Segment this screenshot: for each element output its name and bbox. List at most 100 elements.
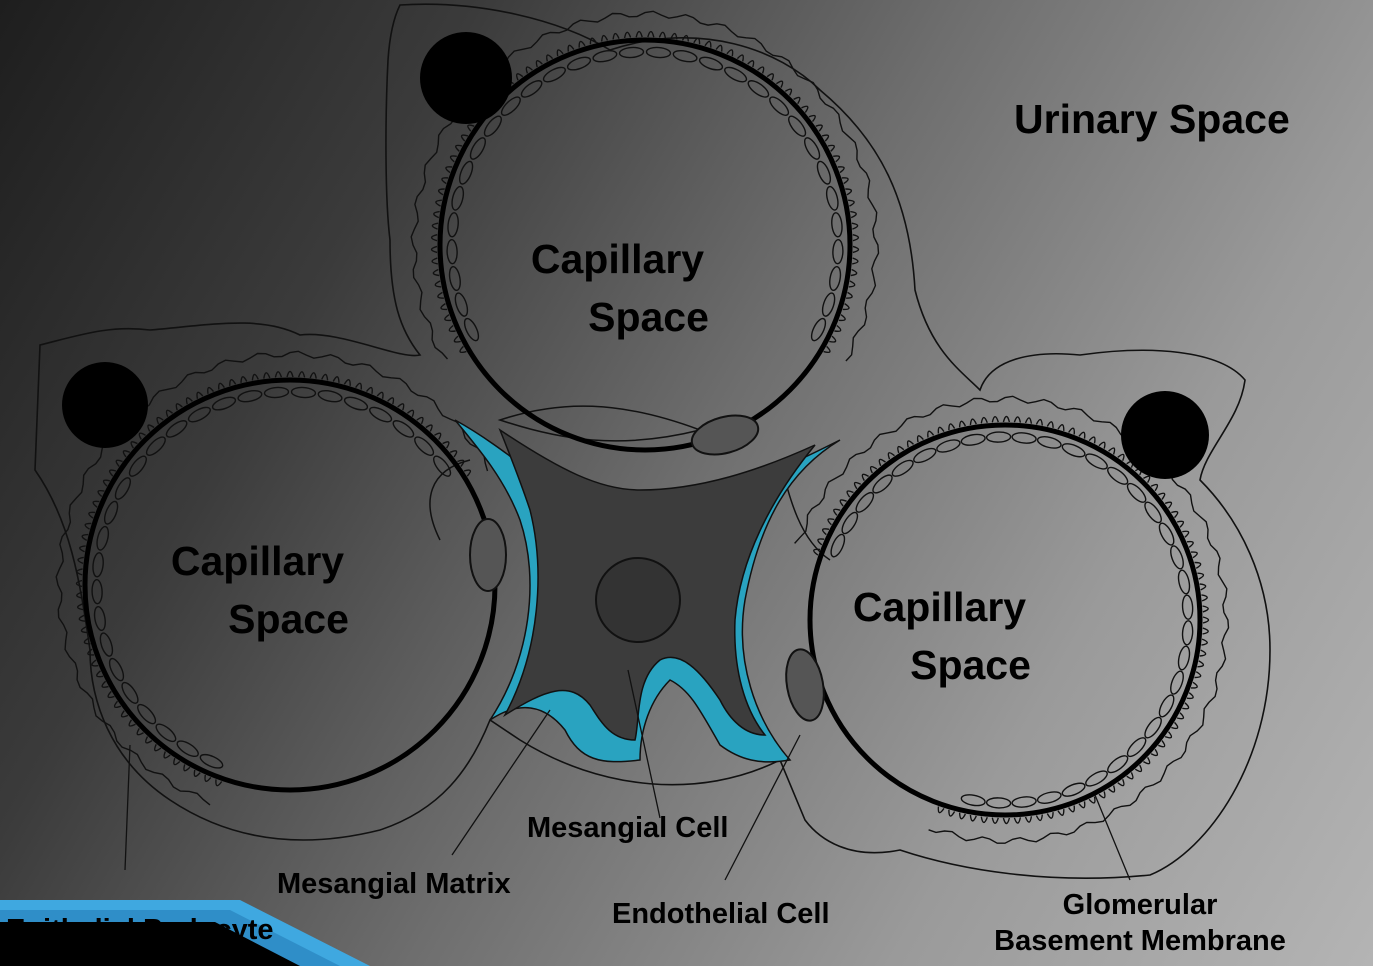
endothelial-fenestra [447, 212, 459, 237]
foot-process [851, 270, 857, 276]
foot-process [436, 200, 442, 206]
mesangial-nucleus [596, 558, 680, 642]
foot-process [344, 380, 350, 386]
foot-process [1036, 420, 1042, 426]
endothelial-fenestra [447, 240, 458, 264]
endothelial-fenestra [825, 185, 841, 211]
endothelial-fenestra [343, 395, 369, 413]
endothelial-fenestra [698, 55, 724, 73]
endothelial-nucleus-left [470, 519, 506, 591]
endothelial-fenestra [961, 793, 986, 807]
foot-process [636, 32, 642, 38]
foot-process [1203, 606, 1209, 612]
foot-process [78, 557, 84, 563]
foot-process [625, 32, 631, 38]
urinary-space-label: Urinary Space [1014, 90, 1290, 148]
capillary-space-top-label: Capillary Space [505, 230, 730, 346]
endothelial-fenestra [92, 552, 104, 577]
endothelial-fenestra [566, 55, 592, 73]
endothelial-fenestra [815, 160, 833, 186]
foot-process [80, 546, 86, 552]
foot-process [1197, 661, 1203, 667]
endothelial-fenestra [1168, 544, 1186, 570]
foot-process [1201, 639, 1207, 645]
foot-process [949, 424, 955, 430]
endothelial-fenestra [1012, 432, 1037, 444]
foot-process [853, 235, 859, 241]
endothelial-fenestra [832, 240, 843, 264]
foot-process [85, 523, 91, 529]
foot-process [1203, 628, 1209, 634]
endothelial-fenestra [317, 389, 343, 404]
foot-process [849, 281, 855, 287]
glomerular-bm-line1: Glomerular [960, 887, 1320, 923]
foot-process [1200, 584, 1206, 590]
foot-process [333, 377, 339, 383]
endothelial-fenestra [592, 49, 618, 64]
foot-process [1026, 816, 1032, 822]
foot-process [613, 34, 619, 40]
foot-process [252, 374, 258, 380]
endothelial-fenestra [453, 292, 470, 318]
endothelial-fenestra [102, 500, 120, 526]
foot-process [433, 270, 439, 276]
foot-process [1026, 418, 1032, 424]
podocyte-nucleus-left [62, 362, 148, 448]
foot-process [853, 246, 859, 252]
mesangial-cell-label: Mesangial Cell [527, 810, 728, 846]
foot-process [322, 374, 328, 380]
endothelial-fenestra [291, 387, 316, 399]
foot-process [981, 418, 987, 424]
capillary-space-right-label: Capillary Space [827, 578, 1052, 694]
endothelial-fenestra [672, 49, 698, 64]
capillary-right-line2: Space [827, 636, 1052, 694]
endothelial-fenestra [831, 212, 843, 237]
endothelial-fenestra [1036, 435, 1062, 451]
endothelial-fenestra [1012, 796, 1037, 808]
endothelial-fenestra [646, 47, 671, 59]
foot-process [439, 189, 445, 195]
endothelial-fenestra [457, 160, 475, 186]
foot-process [683, 36, 689, 42]
foot-process [845, 189, 851, 195]
foot-process [602, 36, 608, 42]
foot-process [432, 235, 438, 241]
foot-process [852, 258, 858, 264]
foot-process [694, 38, 700, 44]
foot-process [992, 417, 998, 423]
endothelial-cell-label: Endothelial Cell [612, 896, 830, 932]
foot-process [1203, 617, 1209, 623]
foot-process [1014, 817, 1020, 823]
foot-process [82, 535, 88, 541]
foot-process [992, 818, 998, 824]
foot-process [1058, 809, 1064, 815]
endothelial-fenestra [95, 525, 111, 551]
foot-process [1014, 417, 1020, 423]
endothelial-fenestra [1061, 441, 1087, 459]
foot-process [949, 810, 955, 816]
foot-process [230, 380, 236, 386]
capillary-top-line1: Capillary [505, 230, 730, 288]
endothelial-fenestra [92, 580, 103, 604]
glomerular-bm-line2: Basement Membrane [960, 923, 1320, 959]
podocyte-nucleus-top [420, 32, 512, 124]
foot-process [659, 32, 665, 38]
endothelial-fenestra [828, 266, 842, 291]
podocyte-nucleus-right [1121, 391, 1209, 479]
foot-process [1036, 815, 1042, 821]
foot-process [434, 212, 440, 218]
endothelial-fenestra [1177, 645, 1192, 671]
endothelial-fenestra [237, 389, 263, 404]
endothelial-fenestra [450, 185, 466, 211]
foot-process [1003, 818, 1009, 824]
endothelial-fenestra [1182, 595, 1194, 620]
foot-process [310, 373, 316, 379]
endothelial-fenestra [820, 292, 837, 318]
foot-process [275, 372, 281, 378]
foot-process [1195, 672, 1201, 678]
foot-process [852, 223, 858, 229]
endothelial-fenestra [619, 47, 644, 59]
endothelial-fenestra [961, 433, 986, 447]
endothelial-nucleus-right [781, 646, 829, 723]
foot-process [287, 372, 293, 378]
